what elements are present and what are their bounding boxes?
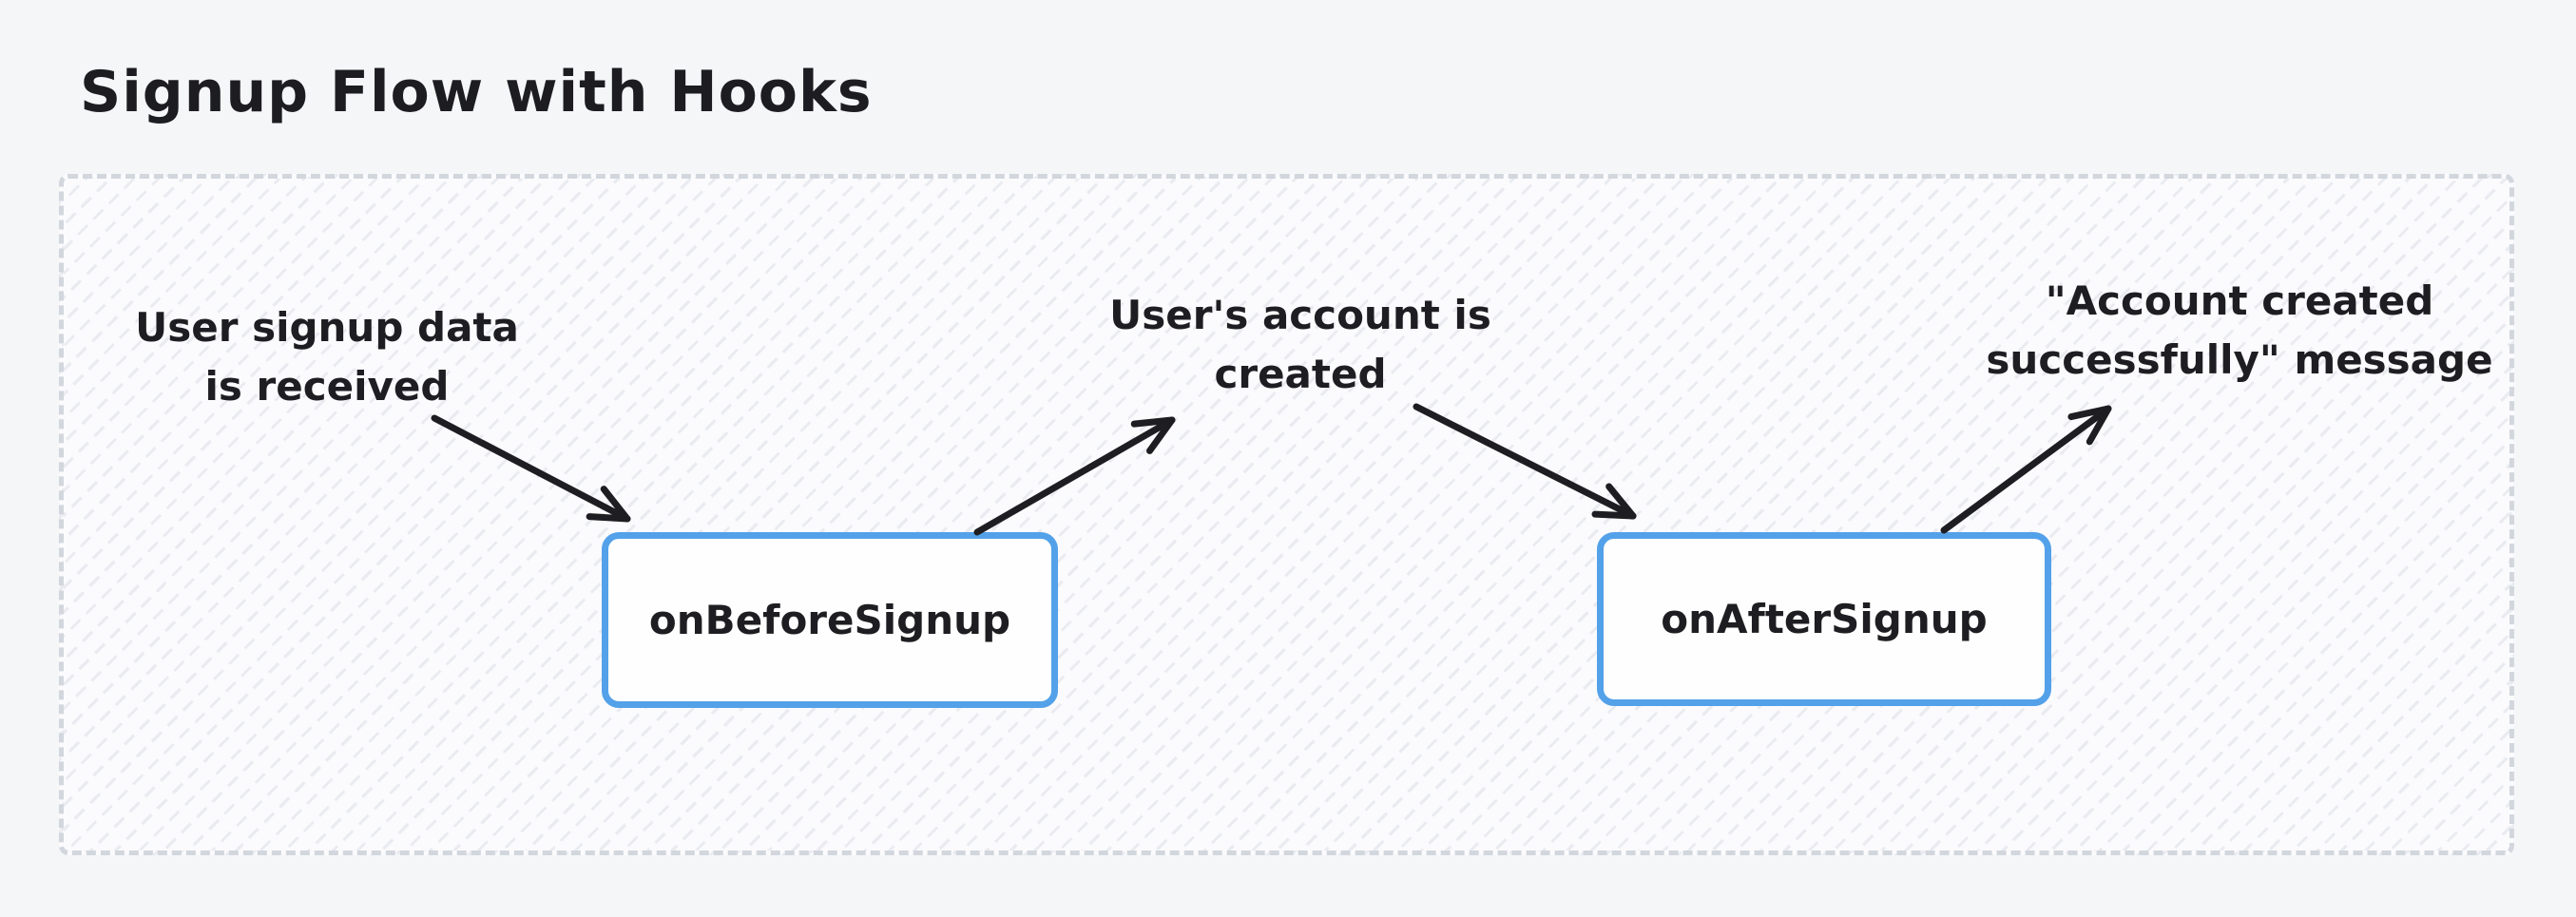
annotation-line: created <box>1214 351 1387 397</box>
annotation-users-account-created: User's account is created <box>1109 286 1491 404</box>
node-onBeforeSignup: onBeforeSignup <box>602 532 1058 708</box>
annotation-line: User's account is <box>1109 292 1491 338</box>
node-onAfterSignup: onAfterSignup <box>1597 532 2051 706</box>
annotation-line: successfully" message <box>1986 336 2493 383</box>
annotation-line: is received <box>204 363 450 410</box>
annotation-user-signup-data: User signup data is received <box>135 298 519 416</box>
annotation-line: User signup data <box>135 304 519 351</box>
annotation-account-created-message: "Account created successfully" message <box>1986 272 2492 390</box>
node-onBeforeSignup-label: onBeforeSignup <box>648 597 1011 643</box>
node-onAfterSignup-label: onAfterSignup <box>1661 596 1988 642</box>
annotation-line: "Account created <box>2045 277 2434 324</box>
diagram-title: Signup Flow with Hooks <box>80 59 873 125</box>
